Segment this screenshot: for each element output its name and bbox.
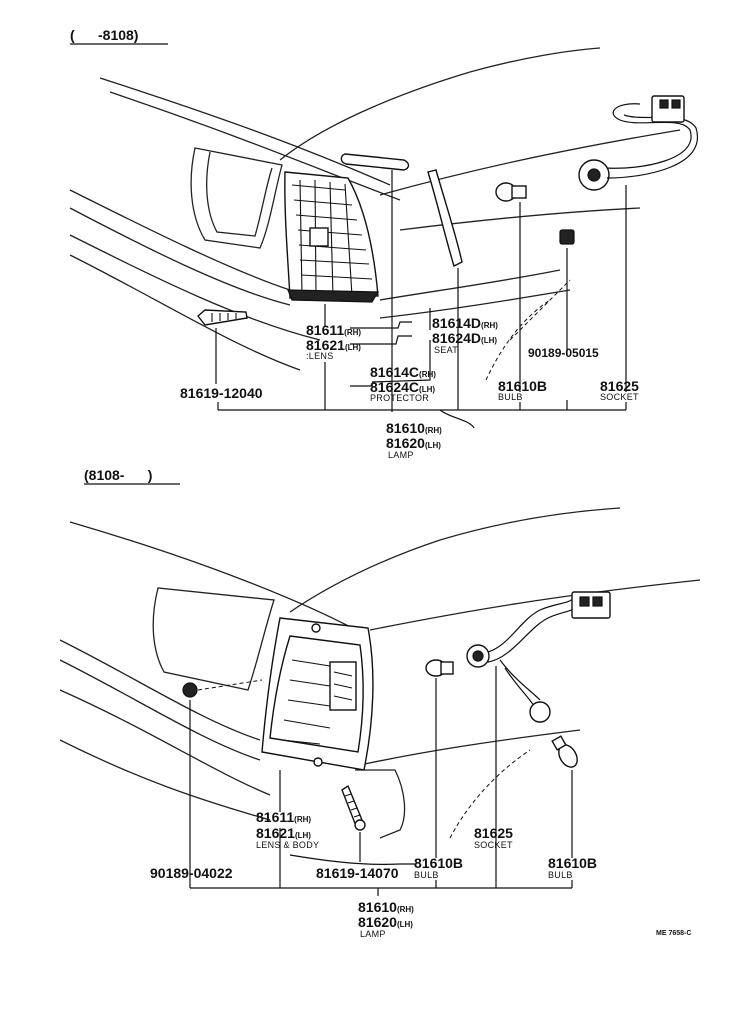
svg-text:81611(RH): 81611(RH) xyxy=(256,809,311,825)
top-label-seat: 81614D(RH) 81624D(LH) SEAT xyxy=(432,315,498,355)
svg-text:81610B: 81610B xyxy=(414,855,463,871)
svg-text:SOCKET: SOCKET xyxy=(474,840,513,850)
top-lens-part xyxy=(284,171,380,303)
svg-text:81614D(RH): 81614D(RH) xyxy=(432,315,498,331)
bottom-bulb-a-part xyxy=(425,659,454,677)
svg-text:SEAT: SEAT xyxy=(434,345,458,355)
top-clip-part xyxy=(559,229,575,245)
bottom-label-lamp: 81610(RH) 81620(LH) LAMP xyxy=(358,899,414,939)
svg-text:81610(RH): 81610(RH) xyxy=(386,420,442,436)
svg-text:81625: 81625 xyxy=(474,825,513,841)
top-seat-part xyxy=(427,169,463,267)
bottom-socket-connector xyxy=(571,591,611,619)
svg-text:BULB: BULB xyxy=(548,870,573,880)
svg-text::LENS: :LENS xyxy=(306,351,334,361)
top-label-lamp: 81610(RH) 81620(LH) LAMP xyxy=(386,420,442,460)
bottom-screw-part xyxy=(341,784,366,831)
bottom-bulb-b-part xyxy=(551,735,578,768)
bottom-label-bulb-a: 81610B BULB xyxy=(414,855,463,880)
top-label-lens: 81611(RH) 81621(LH) :LENS xyxy=(306,322,361,361)
top-label-bulb: 81610B BULB xyxy=(498,378,547,402)
bottom-label-screw: 81619-14070 xyxy=(316,865,399,881)
bottom-range-label: (8108- ) xyxy=(84,467,152,483)
svg-text:81611(RH): 81611(RH) xyxy=(306,322,361,338)
bottom-label-lens-body: 81611(RH) 81621(LH) LENS & BODY xyxy=(256,809,319,850)
top-lens-reflector xyxy=(309,227,329,247)
bottom-car-body xyxy=(59,507,701,839)
svg-text:SOCKET: SOCKET xyxy=(600,392,639,402)
bottom-label-clip: 90189-04022 xyxy=(150,865,233,881)
svg-text:81620(LH): 81620(LH) xyxy=(386,435,441,451)
svg-text:BULB: BULB xyxy=(414,870,439,880)
svg-text:81610B: 81610B xyxy=(498,378,547,394)
bottom-socket-part xyxy=(466,591,611,723)
svg-text:81610B: 81610B xyxy=(548,855,597,871)
top-protector-part xyxy=(340,153,410,171)
top-label-protector: 81614C(RH) 81624C(LH) PROTECTOR xyxy=(370,364,436,403)
svg-text:LAMP: LAMP xyxy=(360,929,386,939)
svg-text:81614C(RH): 81614C(RH) xyxy=(370,364,436,380)
svg-text:81610(RH): 81610(RH) xyxy=(358,899,414,915)
svg-text:BULB: BULB xyxy=(498,392,523,402)
bottom-section: (8108- ) xyxy=(59,467,701,939)
top-screw-part xyxy=(197,309,248,326)
svg-text:81624C(LH): 81624C(LH) xyxy=(370,379,435,395)
top-leader-lines xyxy=(215,170,627,429)
top-label-socket: 81625 SOCKET xyxy=(600,378,639,402)
top-label-clip: 90189-05015 xyxy=(528,346,599,360)
top-range-label: ( -8108) xyxy=(70,27,138,43)
svg-text:81621(LH): 81621(LH) xyxy=(256,825,311,841)
svg-text:LAMP: LAMP xyxy=(388,450,414,460)
svg-text:LENS & BODY: LENS & BODY xyxy=(256,840,319,850)
bottom-lens-body-part xyxy=(261,617,374,771)
bottom-label-socket: 81625 SOCKET xyxy=(474,825,513,850)
svg-text:PROTECTOR: PROTECTOR xyxy=(370,393,429,403)
top-socket-part xyxy=(578,95,699,191)
svg-text:81624D(LH): 81624D(LH) xyxy=(432,330,497,346)
svg-text:81621(LH): 81621(LH) xyxy=(306,337,361,353)
top-car-body xyxy=(69,47,681,371)
bottom-clip-part xyxy=(182,679,263,698)
diagram-code: ME 7658-C xyxy=(656,930,691,937)
top-bulb-part xyxy=(495,182,527,202)
bottom-leader-lines xyxy=(189,666,573,896)
bottom-label-bulb-b: 81610B BULB xyxy=(548,855,597,880)
svg-text:81625: 81625 xyxy=(600,378,639,394)
top-label-screw: 81619-12040 xyxy=(180,385,263,401)
svg-text:81620(LH): 81620(LH) xyxy=(358,914,413,930)
top-section: ( -8108) xyxy=(69,27,699,460)
